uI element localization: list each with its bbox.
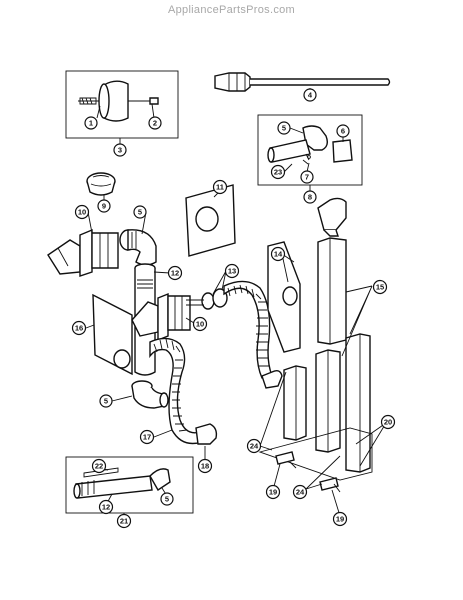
svg-text:11: 11 bbox=[216, 183, 224, 192]
svg-text:22: 22 bbox=[95, 462, 103, 471]
callout-8: 8 bbox=[303, 190, 317, 204]
callout-24a: 24 bbox=[246, 438, 262, 454]
part-10-vent-hood-mid bbox=[131, 292, 191, 342]
part-10-vent-hood bbox=[47, 228, 119, 277]
flex-hose-lower bbox=[149, 337, 218, 445]
svg-text:18: 18 bbox=[201, 462, 209, 471]
callout-3: 3 bbox=[113, 143, 127, 157]
svg-text:2: 2 bbox=[153, 119, 157, 128]
callout-20: 20 bbox=[380, 414, 396, 430]
part-16-plate bbox=[92, 293, 133, 376]
callout-17: 17 bbox=[139, 429, 155, 445]
brackets-19-24 bbox=[275, 451, 341, 493]
svg-text:15: 15 bbox=[376, 283, 384, 292]
svg-text:10: 10 bbox=[196, 320, 204, 329]
callout-13: 13 bbox=[224, 263, 240, 279]
part-5-elbow-upper bbox=[119, 229, 157, 266]
flex-hose-upper bbox=[223, 280, 283, 389]
callout-1: 1 bbox=[84, 116, 98, 130]
svg-text:19: 19 bbox=[336, 515, 344, 524]
inset-box-8 bbox=[257, 114, 363, 186]
callout-11: 11 bbox=[212, 179, 228, 195]
callout-19a: 19 bbox=[265, 484, 281, 500]
inset-box-21 bbox=[65, 456, 194, 514]
svg-text:13: 13 bbox=[228, 267, 236, 276]
svg-text:12: 12 bbox=[171, 269, 179, 278]
svg-text:5: 5 bbox=[282, 124, 286, 133]
callout-16: 16 bbox=[71, 320, 87, 336]
callout-10a: 10 bbox=[74, 204, 90, 220]
svg-text:4: 4 bbox=[308, 91, 313, 100]
callout-6: 6 bbox=[336, 124, 350, 138]
svg-text:16: 16 bbox=[75, 324, 83, 333]
callout-24b: 24 bbox=[292, 484, 308, 500]
svg-text:8: 8 bbox=[308, 193, 312, 202]
callout-9: 9 bbox=[97, 199, 111, 213]
svg-text:5: 5 bbox=[104, 397, 108, 406]
part-15-ducts bbox=[258, 237, 373, 481]
callout-5a: 5 bbox=[277, 121, 291, 135]
callout-22: 22 bbox=[91, 458, 107, 474]
svg-text:21: 21 bbox=[120, 517, 128, 526]
part-9-collar bbox=[86, 172, 116, 196]
callout-12a: 12 bbox=[167, 265, 183, 281]
part-13-connectors bbox=[186, 288, 228, 310]
callout-15: 15 bbox=[372, 279, 388, 295]
svg-text:19: 19 bbox=[269, 488, 277, 497]
callout-23a: 23 bbox=[270, 164, 286, 180]
svg-text:14: 14 bbox=[274, 250, 283, 259]
svg-text:6: 6 bbox=[341, 127, 345, 136]
svg-text:20: 20 bbox=[384, 418, 392, 427]
watermark: AppliancePartsPros.com bbox=[167, 4, 296, 16]
callout-19b: 19 bbox=[332, 511, 348, 527]
svg-text:1: 1 bbox=[89, 119, 93, 128]
inset-box-3 bbox=[65, 70, 179, 139]
svg-text:10: 10 bbox=[78, 208, 86, 217]
callout-7: 7 bbox=[300, 170, 314, 184]
svg-text:24: 24 bbox=[250, 442, 259, 451]
duct-top-connector bbox=[317, 197, 347, 237]
svg-text:3: 3 bbox=[118, 146, 122, 155]
svg-text:7: 7 bbox=[305, 173, 309, 182]
callout-5c: 5 bbox=[99, 394, 113, 408]
part-4-rod bbox=[214, 72, 391, 92]
callout-2: 2 bbox=[148, 116, 162, 130]
part-5-elbow-lower bbox=[131, 380, 169, 409]
svg-text:5: 5 bbox=[138, 208, 142, 217]
callout-21: 21 bbox=[116, 513, 132, 529]
part-11-plate bbox=[185, 184, 236, 257]
callout-12b: 12 bbox=[98, 499, 114, 515]
svg-text:24: 24 bbox=[296, 488, 305, 497]
callout-10b: 10 bbox=[192, 316, 208, 332]
svg-text:5: 5 bbox=[165, 495, 169, 504]
callout-5d: 5 bbox=[160, 492, 174, 506]
svg-text:12: 12 bbox=[102, 503, 110, 512]
callout-4: 4 bbox=[303, 88, 317, 102]
callout-18: 18 bbox=[197, 458, 213, 474]
svg-text:9: 9 bbox=[102, 202, 106, 211]
callout-5b: 5 bbox=[133, 205, 147, 219]
svg-text:23: 23 bbox=[274, 168, 282, 177]
part-14-plate bbox=[267, 241, 301, 353]
callout-14: 14 bbox=[270, 246, 286, 262]
svg-text:17: 17 bbox=[143, 433, 151, 442]
